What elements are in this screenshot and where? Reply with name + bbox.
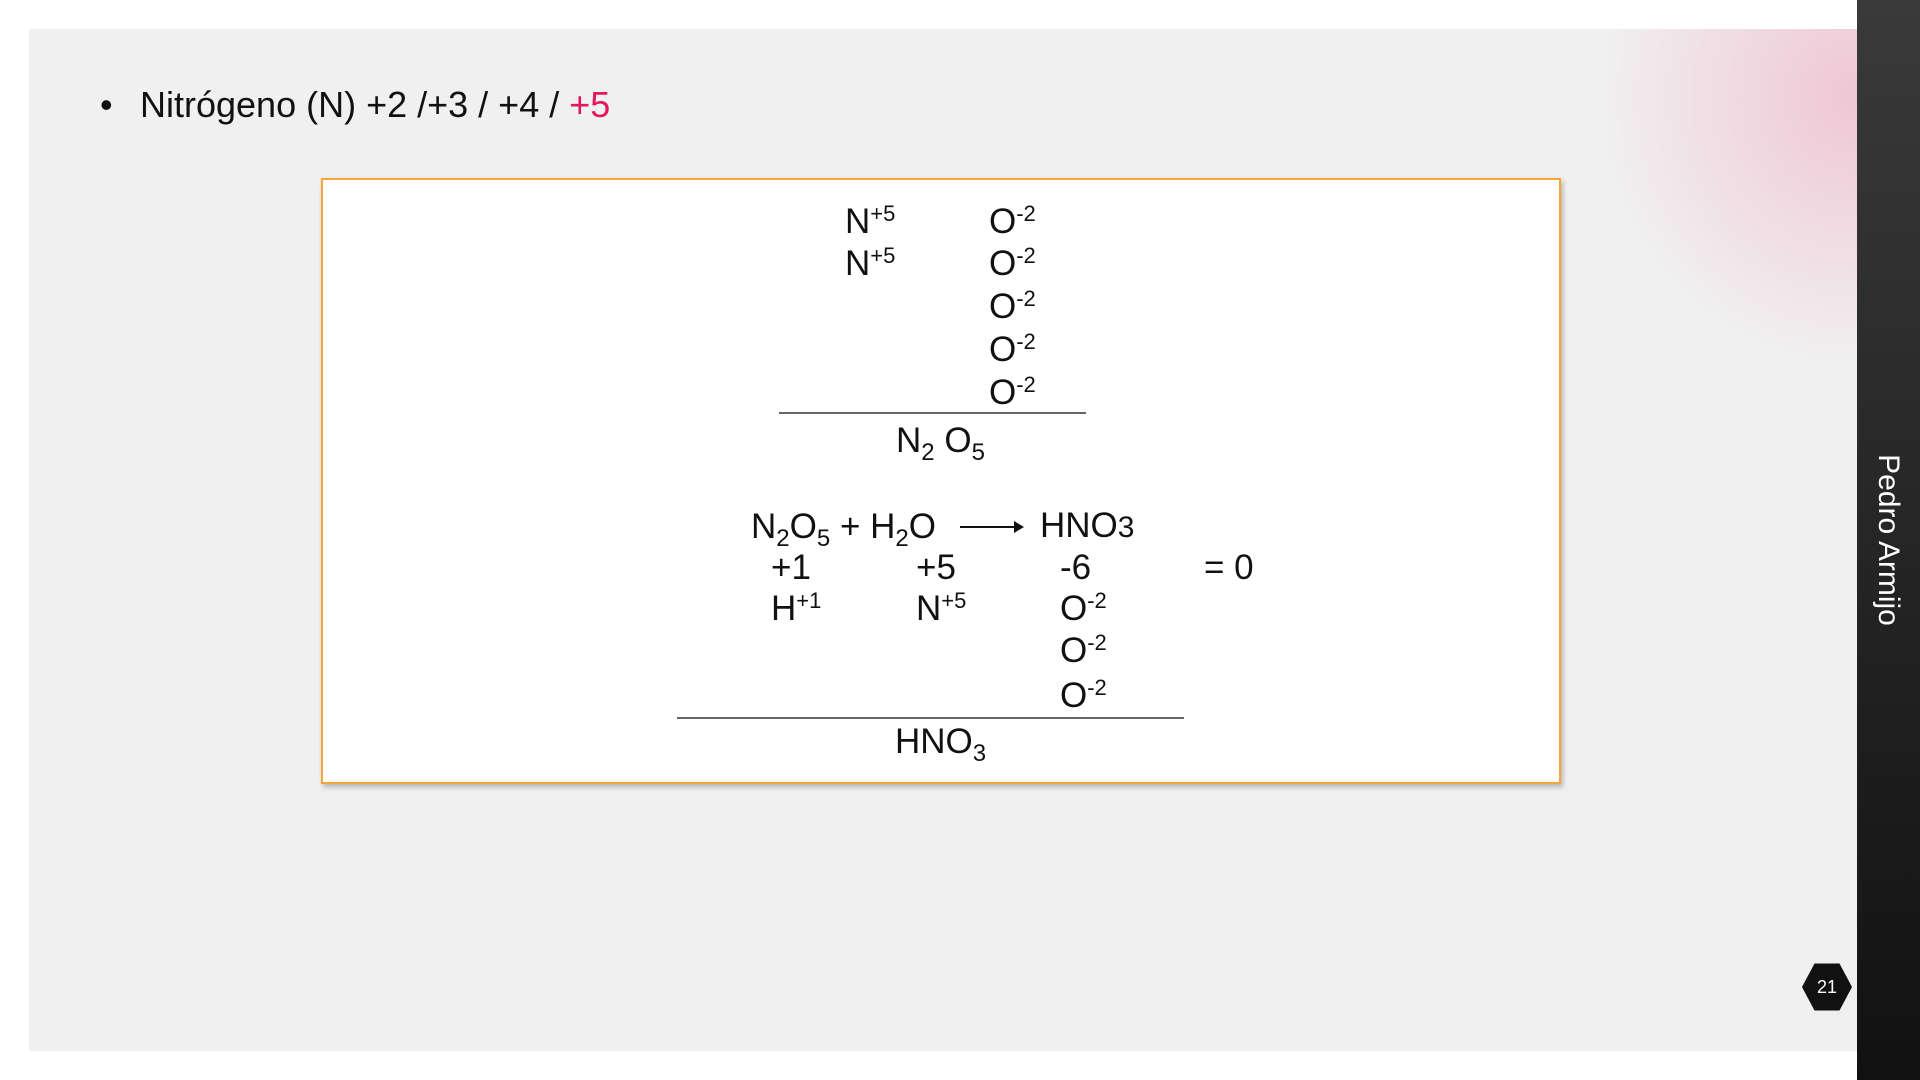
sum-n: +5	[916, 548, 956, 587]
o-charge: O-2	[989, 243, 1036, 283]
author-name: Pedro Armijo	[1872, 454, 1905, 626]
o-charge: O-2	[1060, 675, 1107, 715]
content-box	[321, 178, 1561, 784]
divider	[779, 412, 1086, 414]
reaction-reactants: N2O5 + H2O	[751, 507, 937, 552]
page-number-badge: 21	[1802, 963, 1852, 1011]
formula-hno3: HNO3	[895, 722, 987, 767]
sum-h: +1	[771, 548, 811, 587]
n-charge: N+5	[845, 243, 896, 283]
bullet-text: Nitrógeno (N) +2 /+3 / +4 /	[140, 84, 570, 125]
formula-n2o5: N2 O5	[896, 421, 985, 466]
o-charge: O-2	[989, 372, 1036, 412]
sum-o: -6	[1060, 548, 1092, 587]
h-charge: H+1	[771, 588, 822, 628]
bullet-highlight: +5	[569, 84, 611, 125]
sidebar	[1857, 0, 1920, 1080]
divider	[677, 717, 1184, 719]
decorative-blob	[1597, 29, 1857, 369]
reaction-arrow-icon	[960, 521, 1024, 533]
n-charge: N+5	[845, 201, 896, 241]
o-charge: O-2	[1060, 588, 1107, 628]
o-charge: O-2	[989, 329, 1036, 369]
sum-total: = 0	[1204, 548, 1254, 587]
bullet-item: • Nitrógeno (N) +2 /+3 / +4 / +5	[100, 84, 610, 126]
reaction-product: HNO3	[1040, 506, 1135, 545]
o-charge: O-2	[989, 201, 1036, 241]
o-charge: O-2	[989, 286, 1036, 326]
o-charge: O-2	[1060, 630, 1107, 670]
bullet-icon: •	[100, 84, 113, 125]
n-charge: N+5	[916, 588, 967, 628]
